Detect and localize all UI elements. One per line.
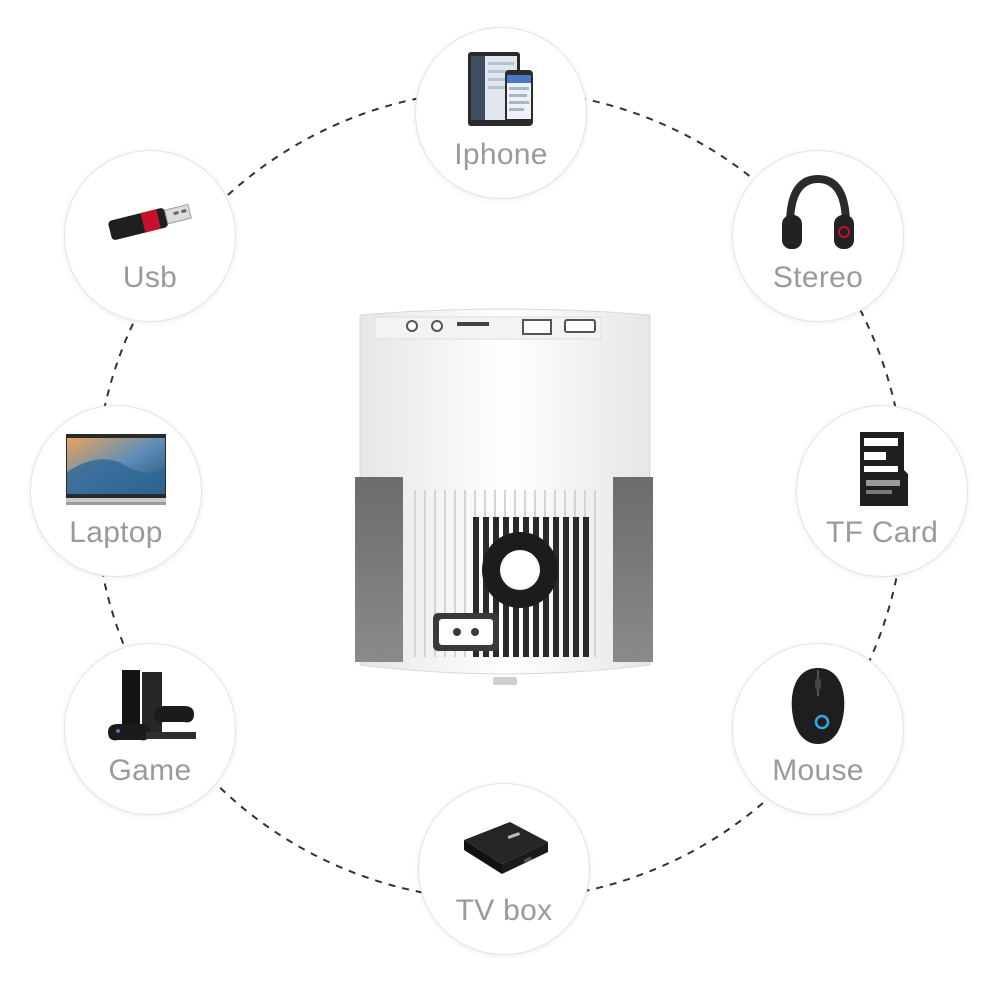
usb-drive-icon	[108, 203, 192, 240]
device-node-mouse: Mouse	[732, 643, 904, 815]
laptop-icon	[66, 434, 166, 505]
node-label: Game	[108, 754, 192, 787]
microsd-card-icon	[860, 432, 908, 506]
game-console-icon	[108, 670, 196, 741]
device-node-usb: Usb	[64, 150, 236, 322]
node-label: TV box	[455, 894, 553, 927]
device-node-stereo: Stereo	[732, 150, 904, 322]
node-label: Usb	[122, 261, 178, 294]
device-node-game: Game	[64, 643, 236, 815]
tv-box-icon	[464, 822, 548, 874]
node-label: TF Card	[825, 516, 939, 549]
headphones-icon	[782, 174, 854, 249]
tablet-phone-icon	[468, 52, 533, 126]
device-node-iphone: Iphone	[415, 27, 587, 199]
node-label: Iphone	[454, 138, 548, 171]
mouse-icon	[791, 668, 845, 744]
projector-icon	[355, 308, 653, 685]
node-label: Mouse	[772, 754, 864, 787]
device-node-laptop: Laptop	[30, 405, 202, 577]
device-node-tv-box: TV box	[418, 783, 590, 955]
device-node-tf-card: TF Card	[796, 405, 968, 577]
node-label: Stereo	[772, 261, 864, 294]
node-label: Laptop	[69, 516, 163, 549]
